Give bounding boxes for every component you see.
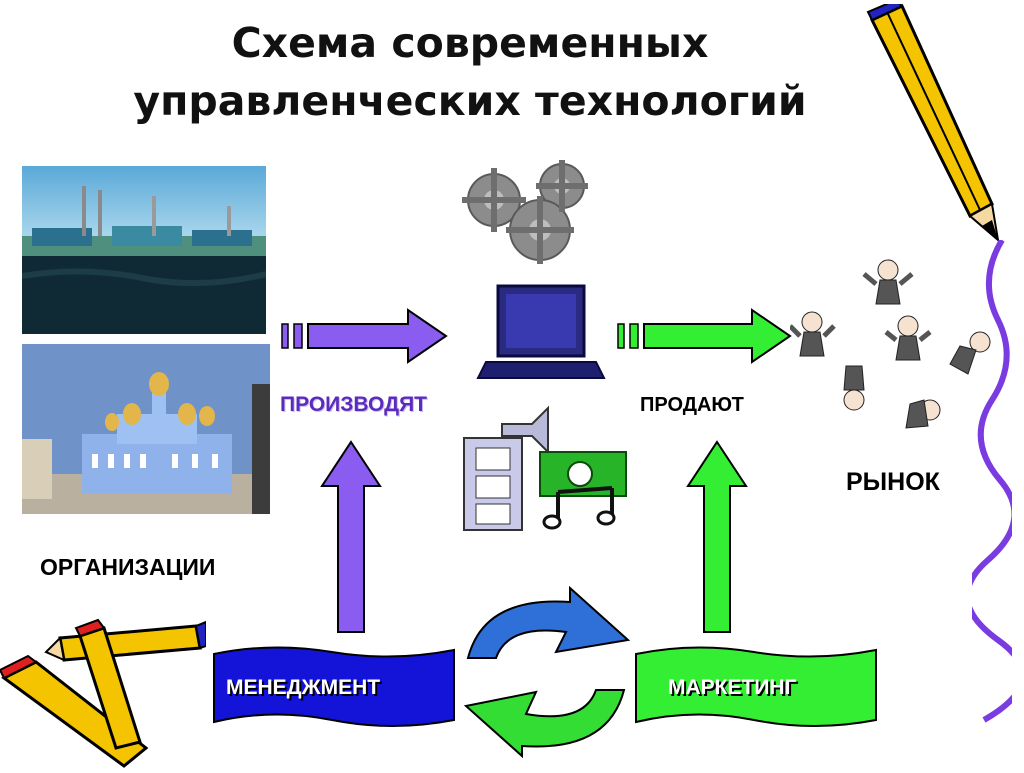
page-title: Схема современных управленческих техноло… (133, 19, 807, 125)
marketing-label: МАРКЕТИНГ (668, 676, 797, 699)
decorative-wave (964, 238, 1024, 740)
management-label: МЕНЕДЖМЕНТ (226, 676, 381, 699)
produce-arrow (280, 308, 450, 364)
produce-label: ПРОИЗВОДЯТ (280, 393, 427, 416)
laptop-icon (476, 282, 606, 382)
pencils-icon (0, 618, 207, 768)
management-banner (212, 640, 456, 734)
market-label: РЫНОК (846, 468, 940, 496)
people-icon (788, 250, 996, 440)
cathedral-photo (22, 344, 270, 514)
gears-icon (452, 158, 602, 268)
organizations-label: ОРГАНИЗАЦИИ (40, 554, 216, 580)
sell-arrow (616, 308, 794, 364)
management-up-arrow (320, 440, 382, 634)
marketing-banner (634, 640, 878, 734)
marketing-up-arrow (686, 440, 748, 634)
cycle-arrows-icon (460, 585, 632, 759)
multimedia-icon (462, 404, 632, 534)
pencil-icon (862, 0, 1002, 243)
factory-photo (22, 166, 266, 334)
sell-label: ПРОДАЮТ (640, 394, 744, 416)
